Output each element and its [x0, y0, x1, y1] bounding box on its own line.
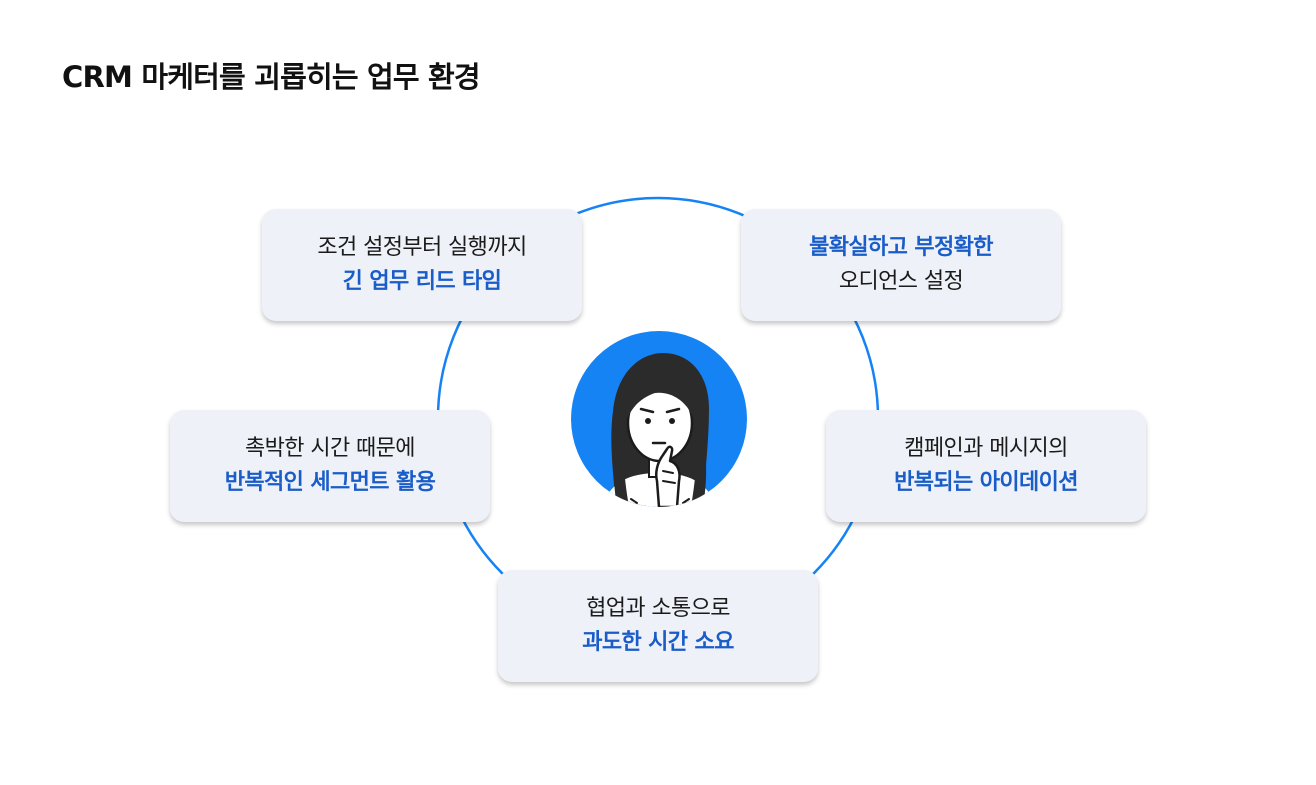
card-line: 오디언스 설정	[838, 269, 964, 294]
page-title: CRM 마케터를 괴롭히는 업무 환경	[62, 60, 481, 94]
worried-woman-avatar-icon	[601, 353, 717, 507]
card-highlight: 긴 업무 리드 타임	[342, 269, 502, 294]
card-line: 캠페인과 메시지의	[904, 436, 1068, 461]
pain-point-card-audience: 불확실하고 부정확한 오디언스 설정	[741, 209, 1061, 321]
avatar	[571, 331, 747, 507]
card-line: 협업과 소통으로	[586, 596, 730, 621]
pain-point-card-collaboration: 협업과 소통으로 과도한 시간 소요	[498, 570, 818, 682]
pain-point-card-ideation: 캠페인과 메시지의 반복되는 아이데이션	[826, 410, 1146, 522]
pain-point-card-segment: 촉박한 시간 때문에 반복적인 세그먼트 활용	[170, 410, 490, 522]
card-highlight: 불확실하고 부정확한	[809, 235, 993, 260]
card-line: 촉박한 시간 때문에	[245, 436, 416, 461]
pain-point-card-lead-time: 조건 설정부터 실행까지 긴 업무 리드 타임	[262, 209, 582, 321]
card-highlight: 반복되는 아이데이션	[894, 470, 1078, 495]
card-line: 조건 설정부터 실행까지	[317, 235, 527, 260]
card-highlight: 과도한 시간 소요	[582, 630, 734, 655]
card-highlight: 반복적인 세그먼트 활용	[224, 470, 436, 495]
